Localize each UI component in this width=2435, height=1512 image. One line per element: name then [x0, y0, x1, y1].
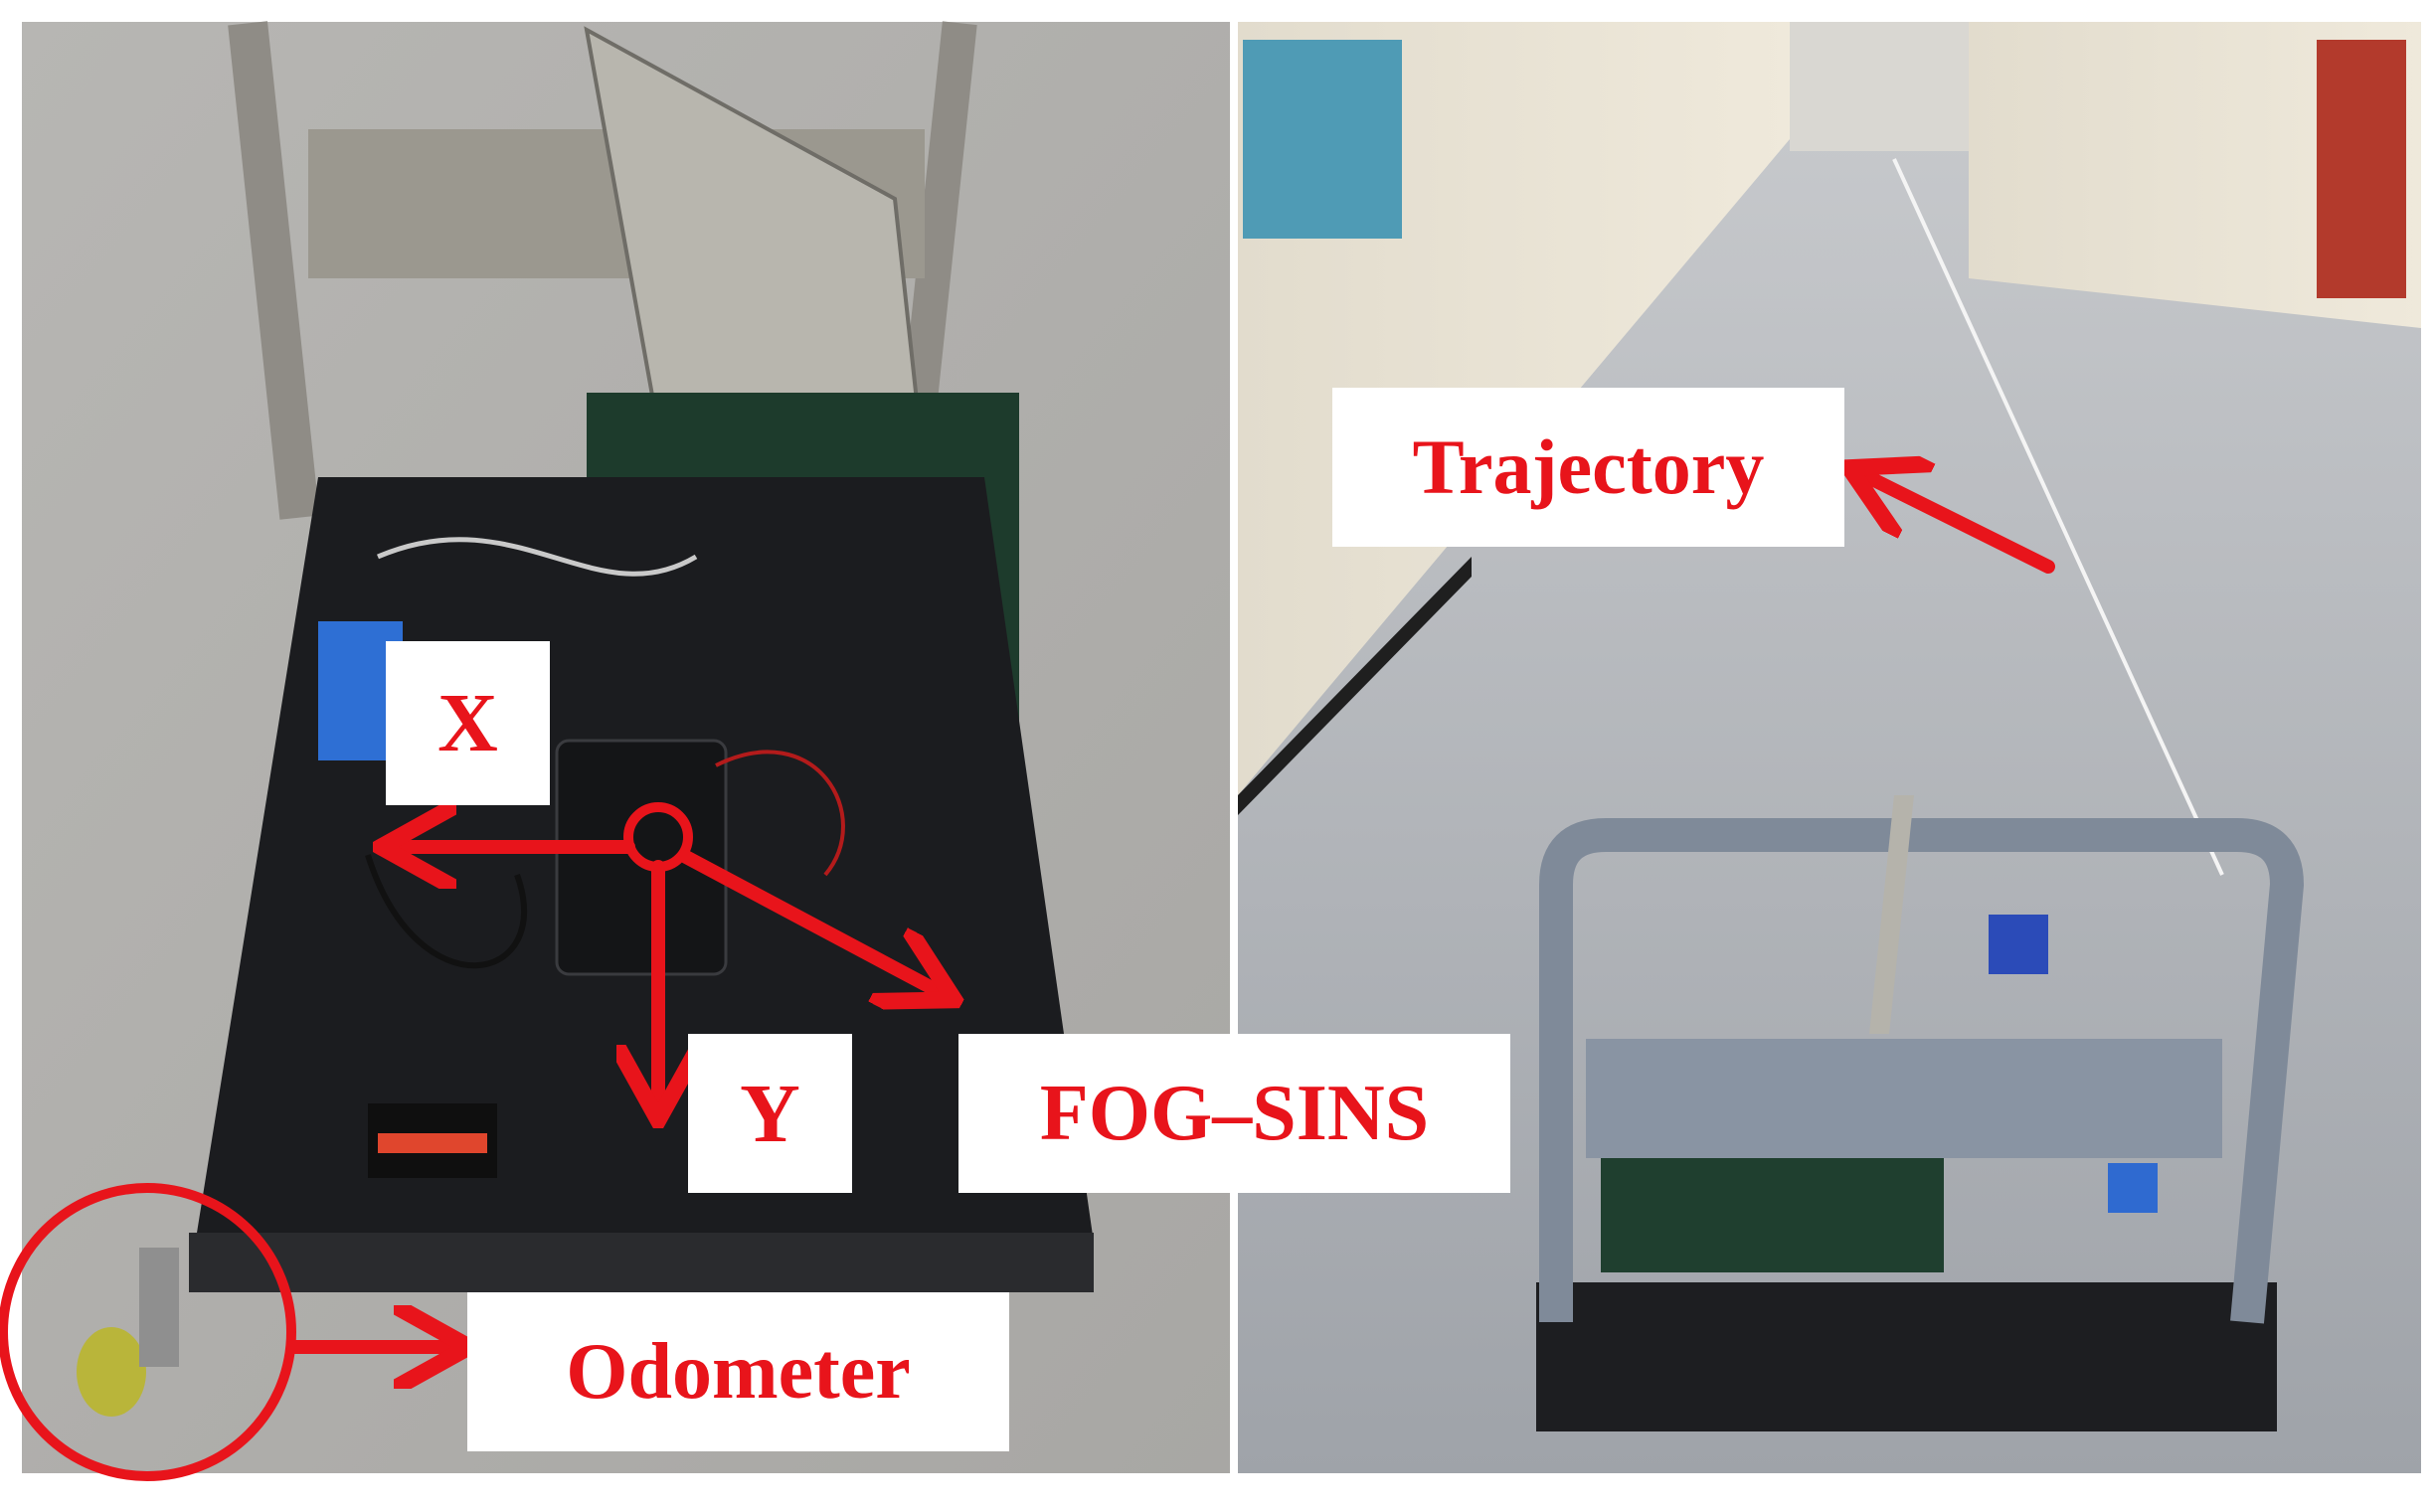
x-axis-label: X [386, 641, 550, 805]
right-photo [1238, 22, 2421, 1473]
trajectory-arrow [1864, 475, 2055, 574]
y-axis-label: Y [688, 1034, 852, 1193]
left-photo [22, 21, 1230, 1473]
odometer-circle [0, 1183, 296, 1481]
fog-sins-arrow [679, 850, 940, 992]
odometer-label: Odometer [467, 1292, 1009, 1451]
fog-sins-label: FOG–SINS [958, 1034, 1510, 1193]
trajectory-label: Trajectory [1332, 388, 1844, 547]
annotation-arrows [0, 475, 2055, 1481]
